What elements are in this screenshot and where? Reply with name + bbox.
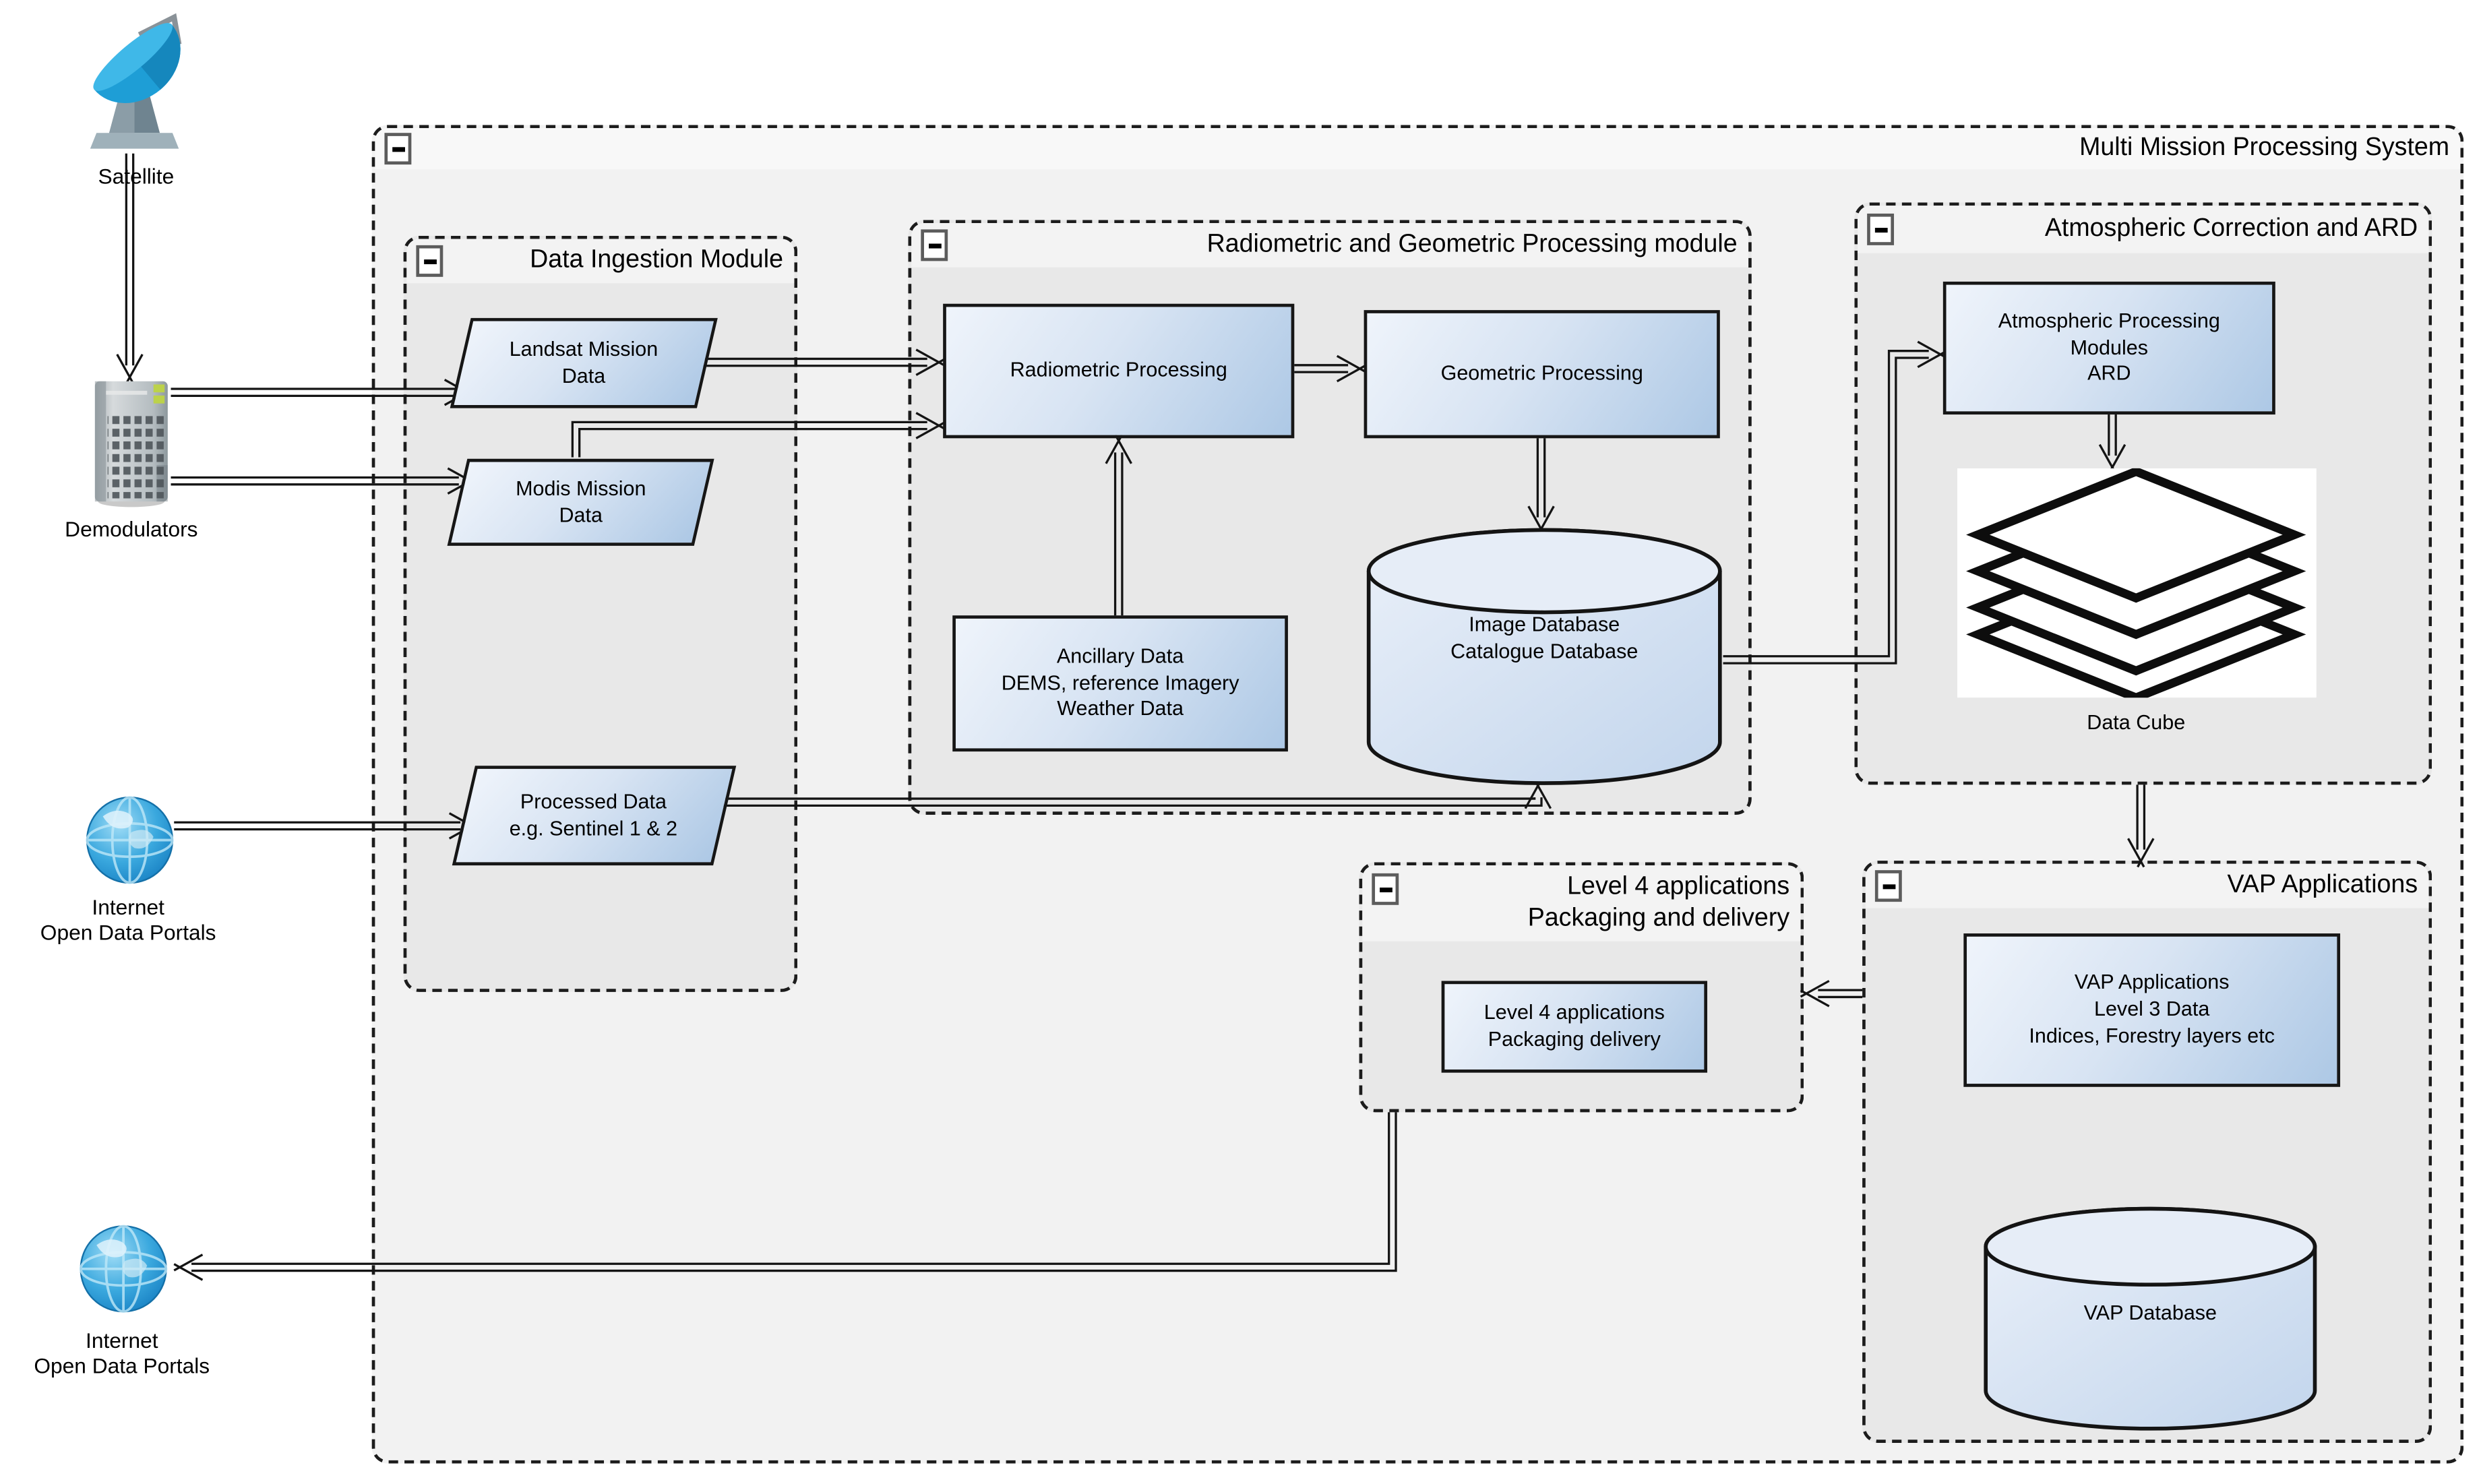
- group-title-multi-mission: Multi Mission Processing System: [2079, 135, 2450, 162]
- connector-arrow: [1294, 354, 1366, 383]
- node-label: Image Database Catalogue Database: [1450, 612, 1638, 663]
- collapse-minus-icon[interactable]: [384, 133, 412, 165]
- node-label: VAP Database: [2083, 1300, 2217, 1324]
- node-landsat-mission-data[interactable]: Landsat Mission Data: [450, 317, 718, 408]
- node-label: Processed Data e.g. Sentinel 1 & 2: [510, 789, 679, 840]
- connector-arrow: [2098, 414, 2126, 474]
- node-label: Radiometric Processing: [1010, 357, 1227, 381]
- connector-arrow: [171, 467, 477, 495]
- demodulators-label: Demodulators: [65, 517, 198, 541]
- node-ancillary-data[interactable]: Ancillary Data DEMS, reference Imagery W…: [952, 615, 1288, 752]
- node-level4-packaging-delivery[interactable]: Level 4 applications Packaging delivery: [1441, 981, 1708, 1073]
- internet-open-data-portals-label: Internet Open Data Portals: [40, 895, 216, 946]
- group-title-level4: Level 4 applications Packaging and deliv…: [1527, 873, 1790, 931]
- internet-open-data-portals-label: Internet Open Data Portals: [34, 1328, 210, 1379]
- collapse-minus-icon[interactable]: [416, 245, 443, 277]
- group-data-ingestion-titlebar: Data Ingestion Module: [406, 239, 795, 284]
- globe-icon[interactable]: [78, 1223, 169, 1315]
- globe-icon[interactable]: [84, 794, 175, 886]
- node-vap-applications-level3[interactable]: VAP Applications Level 3 Data Indices, F…: [1963, 933, 2341, 1087]
- data-cube-label: Data Cube: [2087, 710, 2186, 735]
- collapse-minus-icon[interactable]: [1372, 873, 1399, 905]
- satellite-dish-icon[interactable]: [79, 9, 193, 161]
- satellite-label: Satellite: [98, 164, 175, 189]
- collapse-minus-icon[interactable]: [1867, 213, 1895, 245]
- group-title-vap: VAP Applications: [2227, 872, 2418, 899]
- node-vap-database[interactable]: VAP Database: [1981, 1206, 2319, 1433]
- node-radiometric-processing[interactable]: Radiometric Processing: [943, 303, 1295, 439]
- node-label: Atmospheric Processing Modules ARD: [1998, 307, 2220, 385]
- node-label: VAP Applications Level 3 Data Indices, F…: [2029, 970, 2275, 1047]
- connector-arrow: [698, 348, 946, 376]
- group-title-data-ingestion: Data Ingestion Module: [530, 247, 784, 274]
- connector-arrow: [1723, 340, 1947, 664]
- node-label: Geometric Processing: [1440, 361, 1643, 385]
- collapse-minus-icon[interactable]: [1874, 870, 1902, 902]
- node-geometric-processing[interactable]: Geometric Processing: [1364, 310, 1720, 439]
- node-atmospheric-processing-modules[interactable]: Atmospheric Processing Modules ARD: [1942, 281, 2275, 415]
- cylinder-icon: [1984, 1206, 2317, 1431]
- connector-arrow: [174, 812, 479, 840]
- group-title-atmospheric: Atmospheric Correction and ARD: [2044, 215, 2418, 243]
- group-title-radiometric: Radiometric and Geometric Processing mod…: [1206, 231, 1738, 259]
- group-level4-titlebar: Level 4 applications Packaging and deliv…: [1362, 865, 1801, 941]
- layers-icon: [1957, 466, 2317, 703]
- node-image-catalogue-database[interactable]: Image Database Catalogue Database: [1364, 525, 1725, 788]
- node-label: Ancillary Data DEMS, reference Imagery W…: [1001, 643, 1239, 721]
- connector-arrow: [1527, 438, 1555, 536]
- collapse-minus-icon[interactable]: [921, 229, 948, 261]
- connector-arrow: [171, 378, 474, 406]
- node-label: Landsat Mission Data: [509, 336, 658, 387]
- group-multi-mission-titlebar: Multi Mission Processing System: [375, 128, 2461, 170]
- connector-arrow: [2127, 784, 2155, 868]
- group-radiometric-titlebar: Radiometric and Geometric Processing mod…: [911, 223, 1749, 268]
- node-modis-mission-data[interactable]: Modis Mission Data: [447, 458, 714, 546]
- node-data-cube[interactable]: [1957, 466, 2317, 703]
- connector-arrow: [1105, 434, 1132, 616]
- node-label: Modis Mission Data: [515, 475, 646, 526]
- node-processed-data-sentinel[interactable]: Processed Data e.g. Sentinel 1 & 2: [452, 766, 737, 866]
- connector-arrow: [1800, 980, 1863, 1008]
- server-rack-icon[interactable]: [90, 378, 173, 508]
- connector-arrow: [571, 412, 946, 458]
- connector-arrow: [173, 1112, 1397, 1281]
- cylinder-icon: [1366, 528, 1722, 785]
- node-label: Level 4 applications Packaging delivery: [1483, 999, 1665, 1051]
- group-atmospheric-titlebar: Atmospheric Correction and ARD: [1858, 206, 2429, 253]
- group-vap-titlebar: VAP Applications: [1865, 863, 2429, 908]
- connector-arrow: [116, 153, 144, 383]
